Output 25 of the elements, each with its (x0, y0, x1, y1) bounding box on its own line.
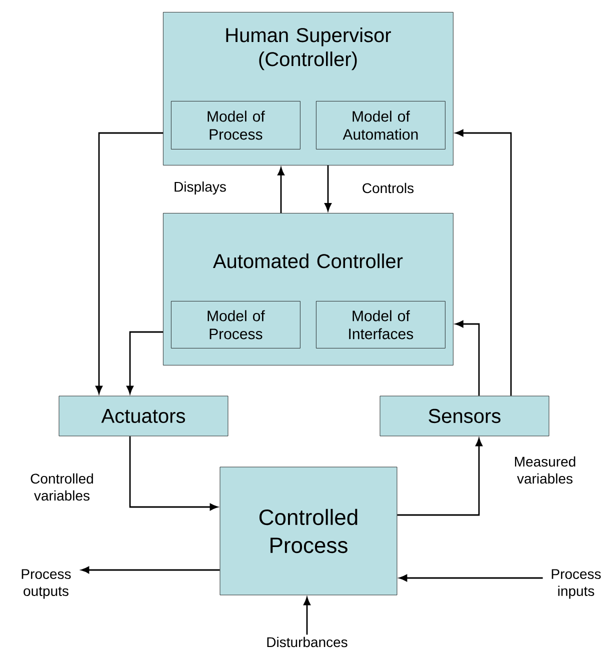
edge-label: Displays (174, 181, 226, 195)
arrow (96, 132, 163, 394)
model-box: Model of Interfaces (316, 301, 446, 348)
flow-label: Disturbances (267, 636, 348, 648)
arrow (455, 320, 480, 396)
process-box: Controlled Process (220, 466, 398, 596)
arrow (278, 167, 284, 213)
arrow (81, 566, 220, 574)
arrow (304, 597, 310, 635)
model-box: Model of Automation (316, 101, 446, 150)
arrow (324, 165, 332, 211)
flow-label: Process outputs (22, 569, 71, 599)
edge-label: Measured variables (515, 456, 576, 484)
arrow (455, 130, 512, 396)
edge-label: Controlled variables (30, 473, 93, 501)
model-box: Model of Process (171, 301, 300, 348)
arrow (397, 438, 482, 516)
arrow (126, 331, 163, 394)
model-box: Model of Process (171, 101, 300, 150)
component-box: Actuators (58, 396, 228, 436)
arrow (399, 574, 543, 582)
edge-label: Controls (362, 182, 414, 194)
arrow (129, 436, 218, 510)
flow-label: Process inputs (552, 569, 601, 599)
component-box: Sensors (380, 396, 550, 436)
